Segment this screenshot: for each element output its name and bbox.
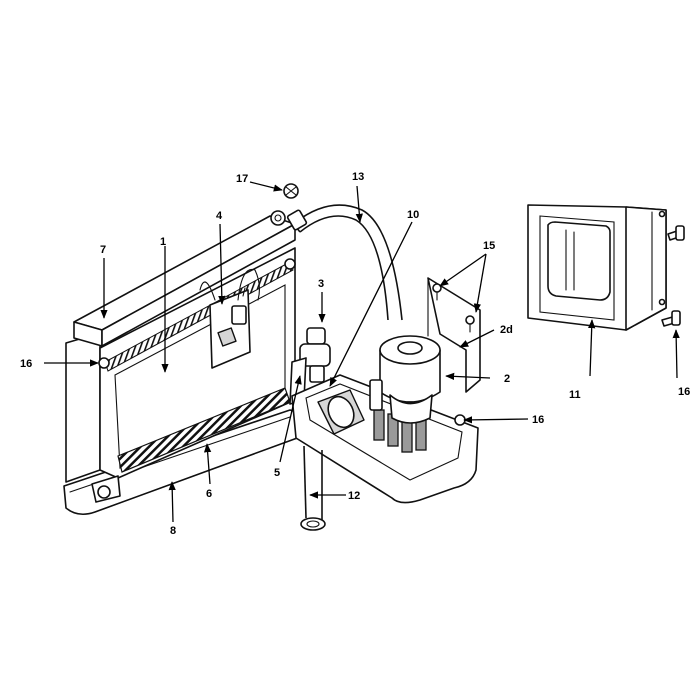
screw-16-right-bottom <box>661 310 681 327</box>
callout-8: 8 <box>170 525 176 537</box>
callout-labels: 1 2 2d 3 4 5 6 7 8 10 11 12 13 15 16 16 … <box>20 171 690 537</box>
screw-17 <box>283 183 299 199</box>
callout-1: 1 <box>160 236 166 248</box>
water-tube <box>286 204 403 321</box>
callout-11: 11 <box>569 389 581 401</box>
screw-16-right-top <box>667 225 685 241</box>
callout-15: 15 <box>483 240 495 252</box>
callout-6: 6 <box>206 488 212 500</box>
callout-4: 4 <box>216 210 223 222</box>
callout-10: 10 <box>407 209 419 221</box>
callout-7: 7 <box>100 244 106 256</box>
callout-17: 17 <box>236 173 248 185</box>
callout-16-right: 16 <box>678 386 690 398</box>
drain-hose <box>300 445 326 531</box>
callout-16-left: 16 <box>20 358 32 370</box>
cover-panel <box>527 204 667 331</box>
mounting-bracket <box>427 277 481 393</box>
control-module <box>199 268 261 369</box>
callout-12: 12 <box>348 490 360 502</box>
callout-13: 13 <box>352 171 364 183</box>
pump-motor <box>369 335 441 424</box>
callout-5: 5 <box>274 467 280 479</box>
callout-3: 3 <box>318 278 324 290</box>
callout-2: 2 <box>504 373 510 385</box>
callout-16-center: 16 <box>532 414 544 426</box>
leader-lines <box>44 181 680 523</box>
callout-2d: 2d <box>500 324 513 336</box>
